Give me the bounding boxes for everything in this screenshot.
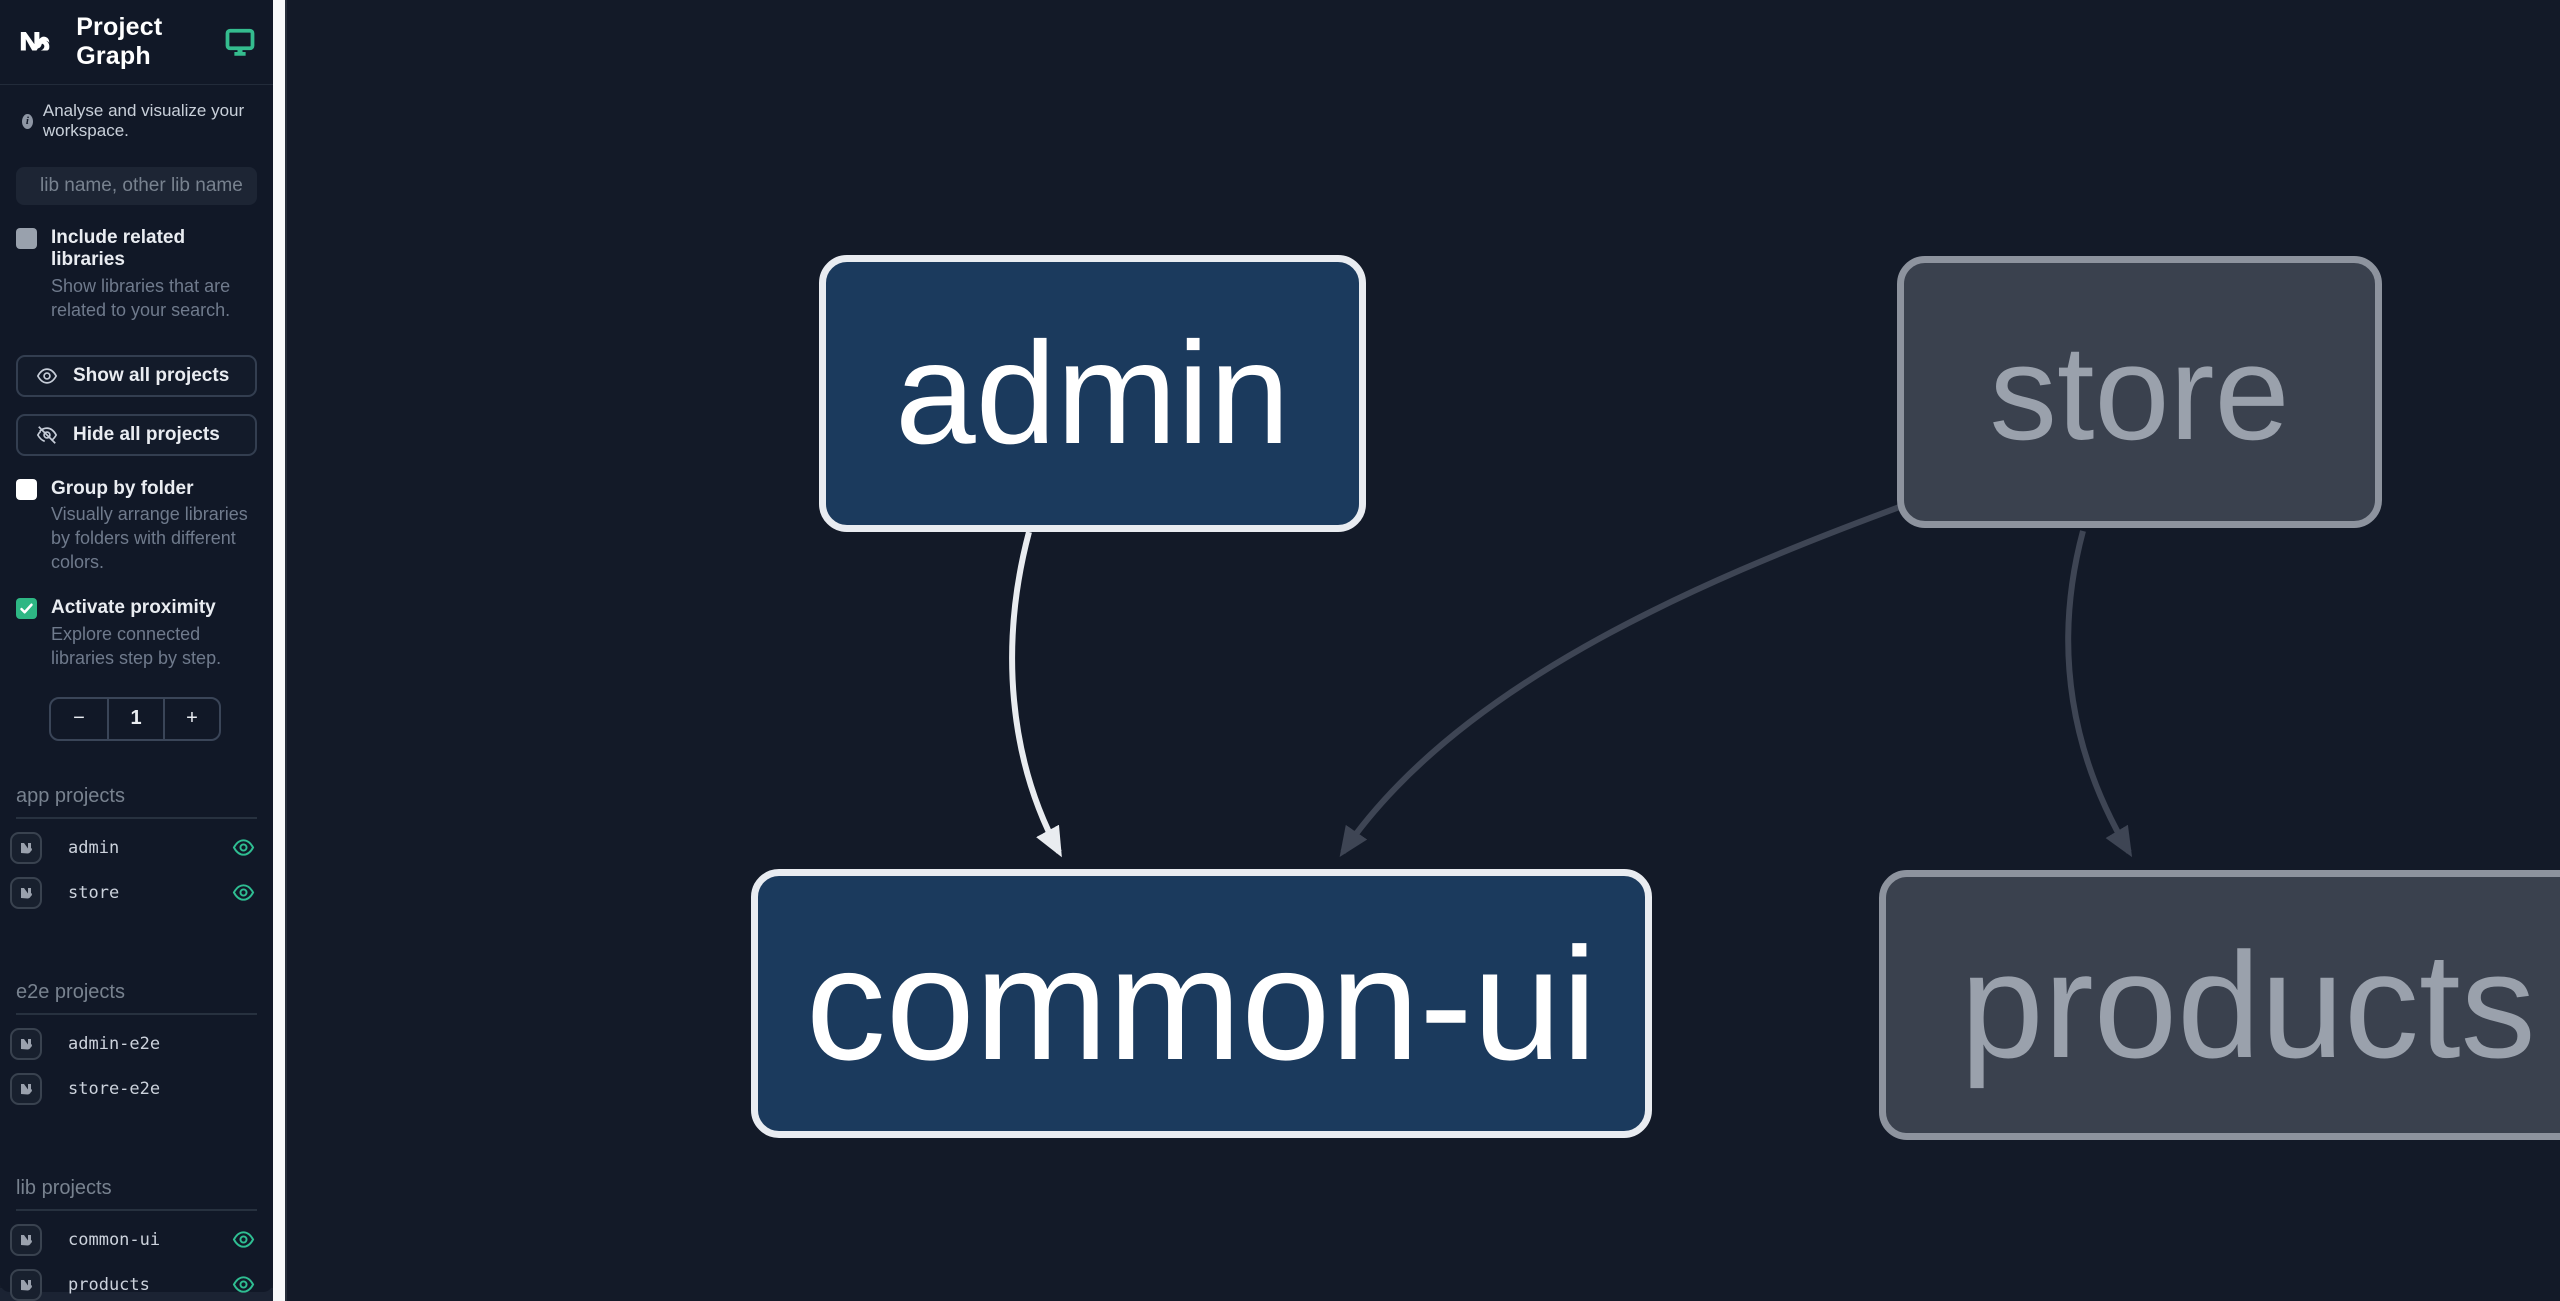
graph-node-admin[interactable]: admin	[819, 255, 1366, 532]
section-header-app-projects: app projects	[16, 785, 257, 819]
eye-icon	[232, 884, 255, 902]
project-icon	[10, 876, 42, 909]
graph-node-store[interactable]: store	[1897, 256, 2382, 528]
option-description: Explore connected libraries step by step…	[51, 624, 222, 668]
button-label: Show all projects	[73, 364, 230, 386]
project-icon	[10, 1027, 42, 1060]
stepper-value: 1	[107, 698, 163, 739]
tagline-row: i Analyse and visualize your workspace.	[0, 85, 273, 141]
edge-store-products[interactable]	[2065, 530, 2133, 858]
button-label: Hide all projects	[73, 423, 220, 445]
node-label: store	[1989, 316, 2290, 468]
section-header-e2e-projects: e2e projects	[16, 981, 257, 1015]
node-label: admin	[895, 312, 1290, 474]
show-all-projects-button[interactable]: Show all projects	[16, 354, 257, 397]
checkbox-activate-proximity[interactable]	[16, 598, 37, 620]
eye-icon	[232, 839, 255, 857]
graph-node-common-ui[interactable]: common-ui	[751, 869, 1652, 1138]
project-row-admin[interactable]: admin	[10, 831, 257, 864]
eye-icon	[36, 367, 58, 384]
project-name: store-e2e	[68, 1078, 161, 1099]
sidebar-resizer[interactable]	[273, 0, 287, 1301]
option-label: Group by folder	[51, 477, 194, 499]
tagline-text: Analyse and visualize your workspace.	[42, 101, 245, 140]
proximity-stepper: − 1 +	[49, 696, 221, 741]
eye-icon	[232, 1231, 255, 1249]
toggle-visibility-common-ui[interactable]	[232, 1228, 255, 1251]
check-icon	[20, 603, 33, 614]
option-description: Show libraries that are related to your …	[51, 275, 231, 320]
nx-logo	[20, 32, 50, 51]
monitor-icon[interactable]	[225, 28, 255, 56]
option-description: Visually arrange libraries by folders wi…	[51, 504, 248, 573]
project-name: products	[68, 1274, 150, 1295]
hide-all-projects-button[interactable]: Hide all projects	[16, 413, 257, 456]
edge-admin-common-ui[interactable]	[1009, 531, 1062, 858]
app-title: Project Graph	[76, 13, 163, 70]
eye-icon	[232, 1276, 255, 1294]
project-icon	[10, 1268, 42, 1301]
sidebar-header: Project Graph	[0, 0, 273, 85]
project-row-store-e2e[interactable]: store-e2e	[10, 1072, 257, 1105]
option-activate-proximity[interactable]: Activate proximity Explore connected lib…	[0, 597, 273, 671]
project-icon	[10, 1072, 42, 1105]
project-row-common-ui[interactable]: common-ui	[10, 1223, 257, 1256]
info-icon: i	[22, 113, 33, 129]
project-row-admin-e2e[interactable]: admin-e2e	[10, 1027, 257, 1060]
toggle-visibility-store[interactable]	[232, 881, 255, 904]
option-label: Include related libraries	[51, 227, 186, 270]
project-name: admin-e2e	[68, 1033, 161, 1054]
edge-layer	[1009, 502, 2133, 858]
search-input[interactable]	[38, 174, 287, 198]
project-name: common-ui	[68, 1229, 161, 1250]
option-include-related[interactable]: Include related libraries Show libraries…	[0, 227, 273, 323]
node-label: products	[1960, 920, 2536, 1089]
option-group-by-folder[interactable]: Group by folder Visually arrange librari…	[0, 478, 273, 576]
checkbox-group-by-folder[interactable]	[16, 478, 37, 500]
node-label: common-ui	[805, 913, 1598, 1093]
toggle-visibility-admin[interactable]	[232, 836, 255, 859]
stepper-decrement-button[interactable]: −	[73, 707, 85, 730]
option-label: Activate proximity	[51, 597, 216, 619]
project-name: admin	[68, 837, 120, 858]
search-box	[16, 167, 287, 205]
edge-store-common-ui[interactable]	[1339, 502, 1907, 857]
project-row-store[interactable]: store	[10, 876, 257, 909]
section-header-lib-projects: lib projects	[16, 1177, 257, 1211]
graph-node-products[interactable]: products	[1879, 870, 2560, 1140]
graph-canvas[interactable]: admin store common-ui products	[287, 0, 2560, 1301]
project-icon	[10, 1223, 42, 1256]
project-name: store	[68, 882, 120, 903]
project-row-products[interactable]: products	[10, 1268, 257, 1301]
checkbox-include-related[interactable]	[16, 228, 37, 249]
sidebar: Project Graph i Analyse and visualize yo…	[0, 0, 287, 1301]
project-icon	[10, 831, 42, 864]
stepper-increment-button[interactable]: +	[163, 698, 219, 739]
toggle-visibility-products[interactable]	[232, 1273, 255, 1296]
eye-off-icon	[36, 425, 58, 444]
